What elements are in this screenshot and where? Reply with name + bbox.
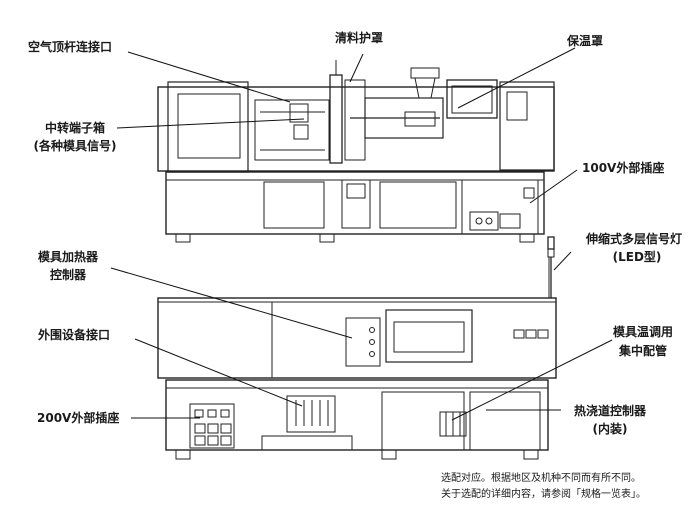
air-ejector-port-label: 空气顶杆连接口 xyxy=(28,40,113,54)
mold-temp-manifold-label: 模具温调用 xyxy=(612,325,673,339)
leader-lines xyxy=(110,47,613,421)
outlet-100v-label: 100V外部插座 xyxy=(582,161,665,175)
junction-box-label: 中转端子箱 xyxy=(44,121,105,135)
mold-heater-sub-label: 控制器 xyxy=(49,268,86,282)
peripheral-port-label: 外围设备接口 xyxy=(38,328,111,342)
hot-runner-sub-label: (内装) xyxy=(592,422,628,436)
signal-tower-label: 伸缩式多层信号灯 xyxy=(585,232,682,246)
junction-box-sub-label: (各种模具信号) xyxy=(33,139,117,153)
signal-tower xyxy=(547,236,555,298)
insulation-cover-label: 保温罩 xyxy=(567,34,604,48)
signal-tower-sub-label: (LED型) xyxy=(612,250,662,264)
mold-heater-label: 模具加热器 xyxy=(37,250,98,264)
top-machine xyxy=(157,60,555,243)
outlet-200v-label: 200V外部插座 xyxy=(37,411,120,425)
mold-temp-manifold-sub-label: 集中配管 xyxy=(618,344,667,358)
bottom-machine xyxy=(157,297,557,460)
footnote-line-1: 选配对应。根据地区及机种不同而有所不同。 xyxy=(441,473,641,484)
hot-runner-label: 热浇道控制器 xyxy=(573,404,646,418)
purge-guard-label: 清料护罩 xyxy=(335,31,384,45)
footnote-line-2: 关于选配的详细内容，请参阅「规格一览表」。 xyxy=(441,489,646,500)
